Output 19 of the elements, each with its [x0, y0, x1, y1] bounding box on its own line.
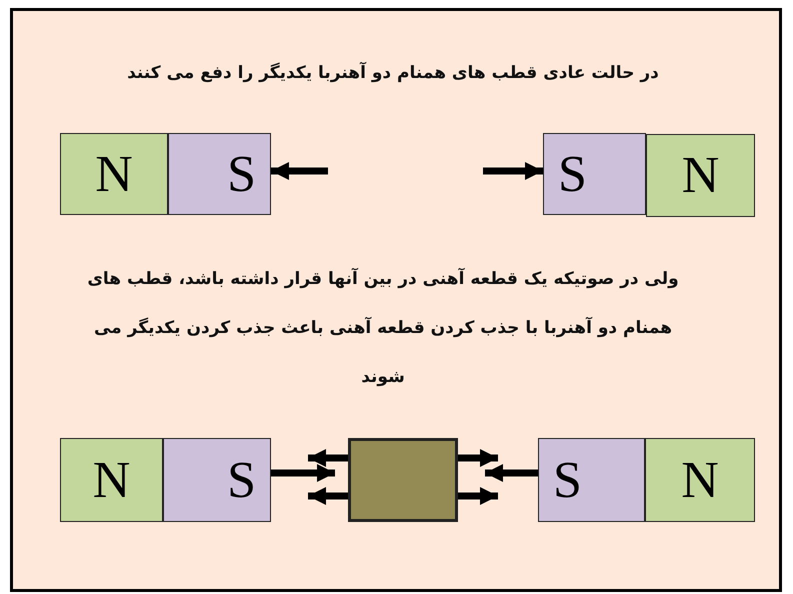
arrow: [271, 162, 328, 180]
south-pole: S: [538, 438, 645, 522]
heading-text: در حالت عادی قطب های همنام دو آهنربا یکدیگر را دفع می کنند: [126, 60, 660, 85]
north-pole: N: [645, 438, 755, 522]
arrow: [308, 486, 348, 506]
north-pole: N: [646, 134, 755, 217]
north-pole: N: [60, 133, 168, 215]
arrow: [485, 464, 538, 482]
arrow: [458, 448, 498, 468]
south-pole: S: [168, 133, 271, 215]
arrow: [458, 486, 498, 506]
iron-block: [348, 438, 458, 522]
north-pole: N: [60, 438, 163, 522]
arrow: [308, 448, 348, 468]
arrow: [483, 162, 543, 180]
south-pole: S: [543, 133, 646, 215]
arrow: [271, 464, 335, 482]
south-pole: S: [163, 438, 271, 522]
explanation-text: ولی در صوتیکه یک قطعه آهنی در بین آنها قرار داشته باشد، قطب های همنام دو آهنربا با جذب کردن قطعه آهنی باعث جذب کردن یکدیگر می شوند: [86, 266, 680, 389]
